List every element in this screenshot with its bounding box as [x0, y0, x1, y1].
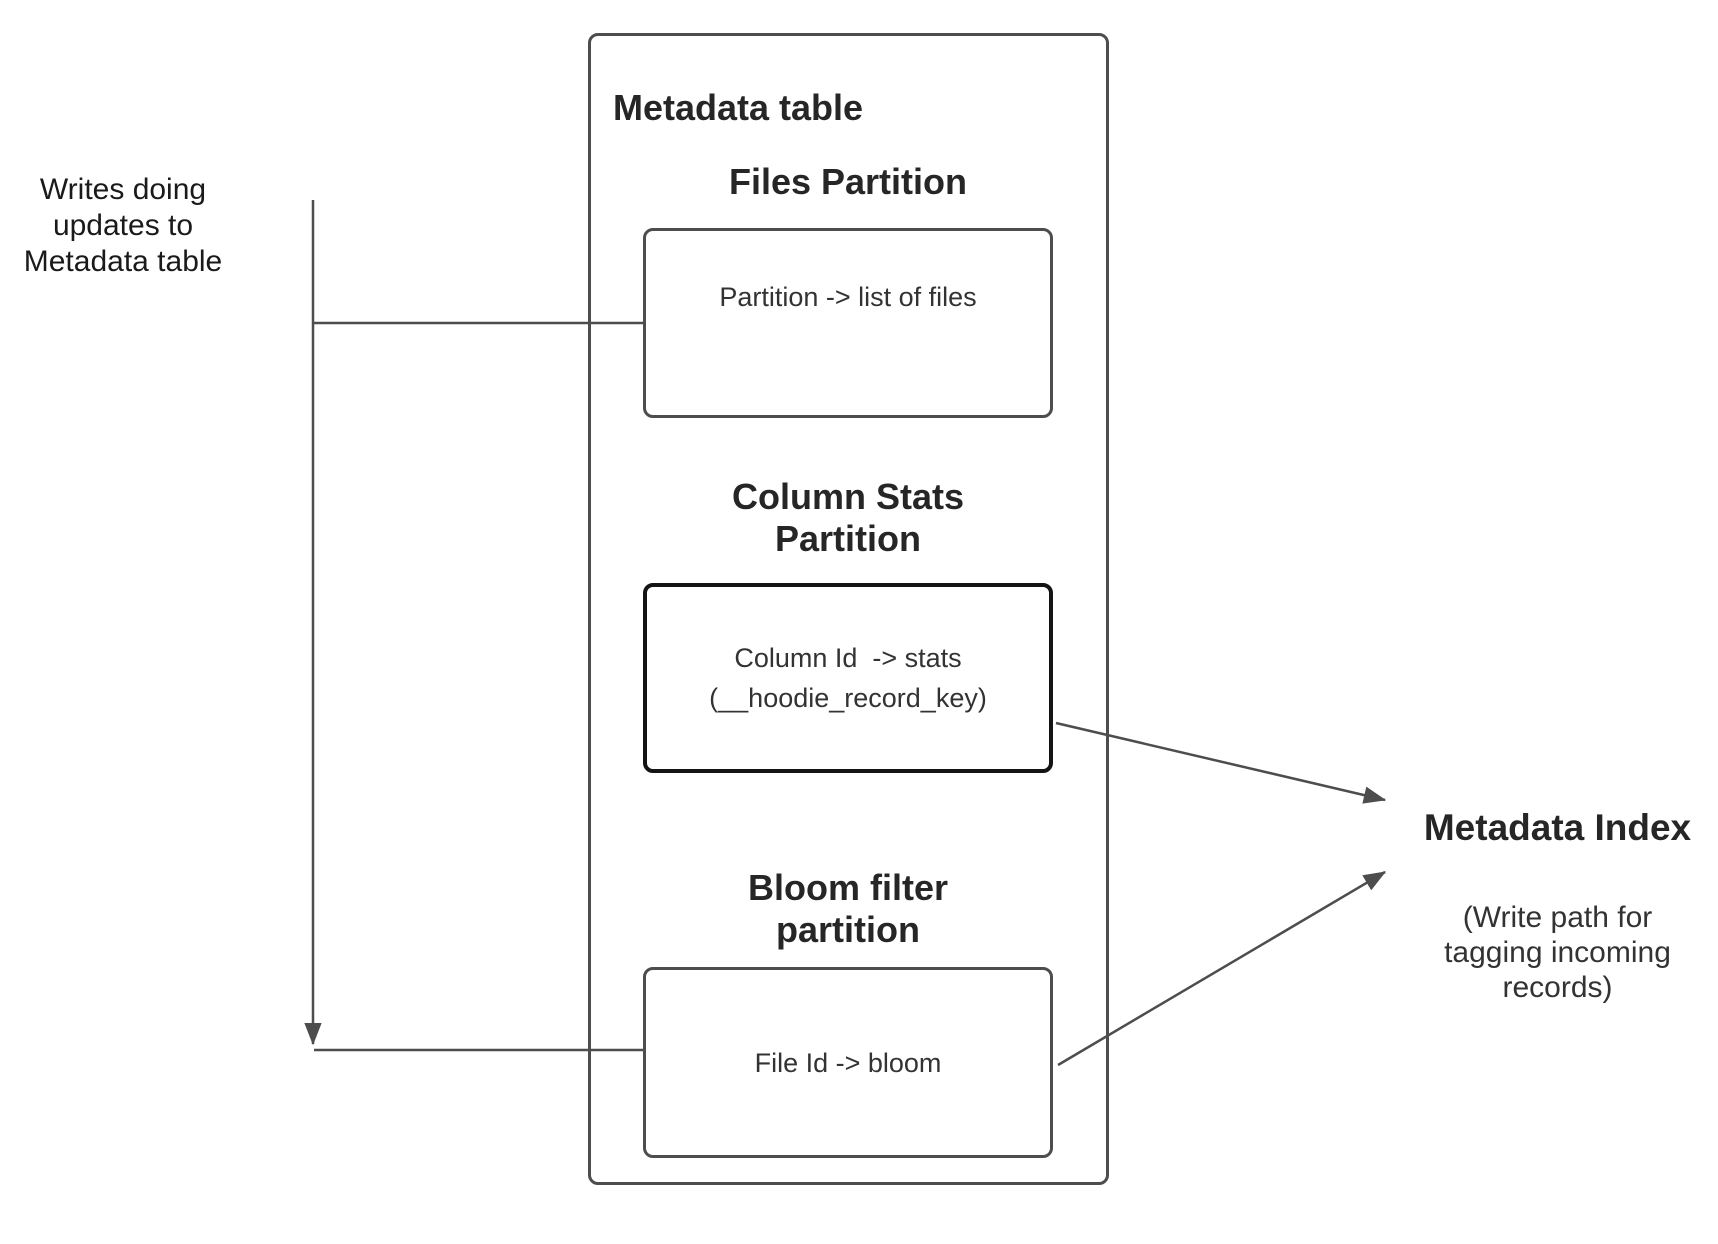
- files-partition-box-text-line: Partition -> list of files: [719, 282, 977, 312]
- files-partition-heading: Files Partition: [643, 161, 1053, 203]
- metadata-index-subtitle-line: tagging incoming: [1444, 936, 1671, 969]
- metadata-index-subtitle-line: records): [1502, 971, 1613, 1004]
- metadata-index-subtitle-line: (Write path for: [1462, 901, 1653, 934]
- bloom-filter-partition-box: File Id -> bloom: [643, 967, 1053, 1158]
- column-stats-box-text: Column Id -> stats (__hoodie_record_key): [709, 638, 987, 718]
- bloom-filter-partition-heading: Bloom filter partition: [643, 867, 1053, 951]
- metadata-index-subtitle: (Write path for tagging incoming records…: [1390, 900, 1718, 1005]
- bloom-filter-heading-line: Bloom filter: [747, 867, 948, 908]
- metadata-table-box: [588, 33, 1109, 1185]
- column-stats-box-text-line: Column Id -> stats: [734, 643, 962, 673]
- bloom-filter-box-text: File Id -> bloom: [755, 1043, 942, 1083]
- writes-note-line: updates to: [52, 209, 194, 242]
- metadata-index-title: Metadata Index: [1423, 807, 1692, 848]
- column-stats-partition-heading: Column Stats Partition: [643, 476, 1053, 560]
- metadata-table-title: Metadata table: [613, 87, 864, 128]
- column-stats-heading-line: Column Stats: [731, 476, 964, 517]
- files-partition-box-text: Partition -> list of files: [719, 277, 976, 317]
- files-partition-heading-line: Files Partition: [728, 161, 968, 202]
- column-stats-box-text-line: (__hoodie_record_key): [709, 683, 987, 713]
- writes-note-line: Metadata table: [23, 245, 223, 278]
- bloom-filter-box-text-line: File Id -> bloom: [754, 1047, 942, 1078]
- files-partition-box: Partition -> list of files: [643, 228, 1053, 418]
- writes-note-line: Writes doing: [39, 173, 207, 206]
- writes-note: Writes doing updates to Metadata table: [15, 172, 231, 280]
- bloom-filter-heading-line: partition: [776, 909, 920, 950]
- column-stats-partition-box: Column Id -> stats (__hoodie_record_key): [643, 583, 1053, 773]
- column-stats-heading-line: Partition: [774, 518, 921, 559]
